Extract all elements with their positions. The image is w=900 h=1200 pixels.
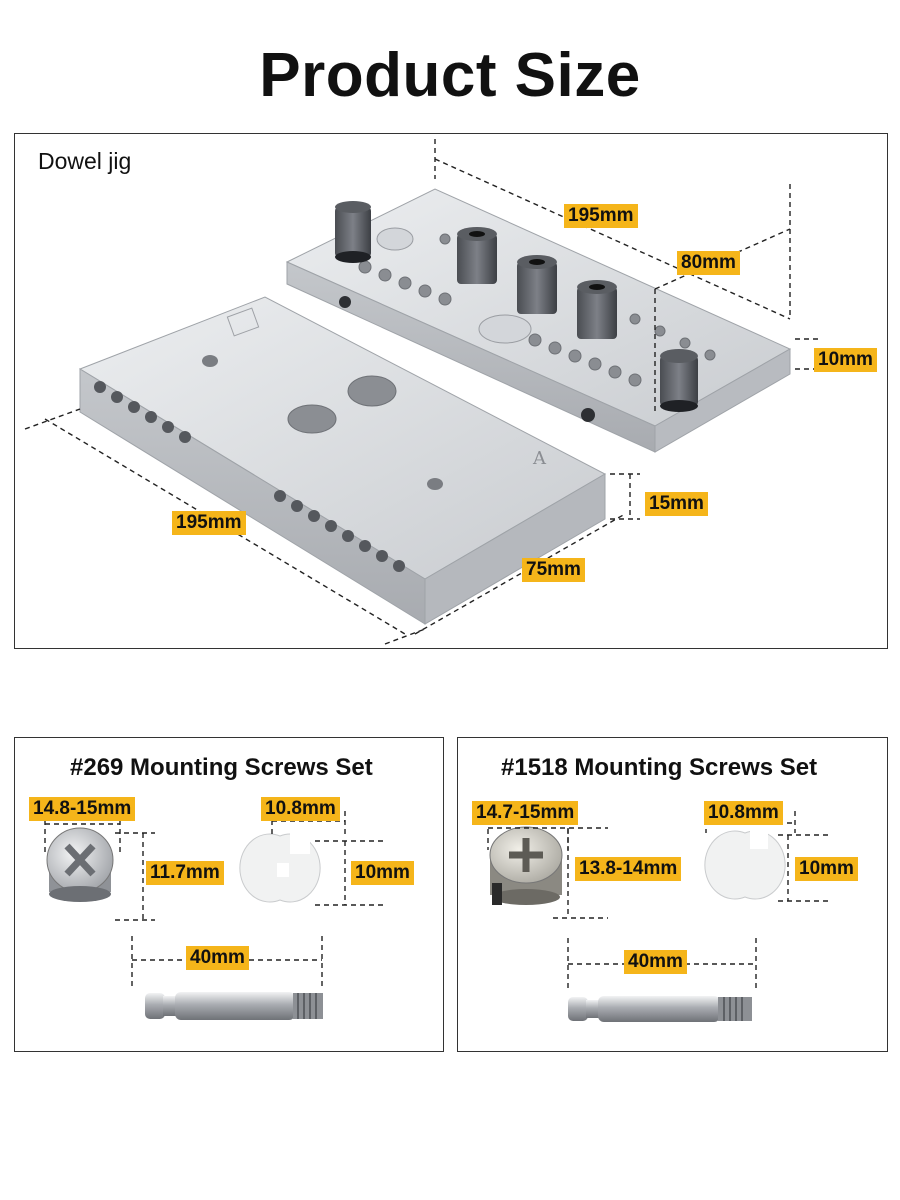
cam-lock-269 <box>46 827 114 902</box>
set-269-cam-height-tag: 11.7mm <box>146 861 224 885</box>
set-1518-cam-diameter-tag: 14.7-15mm <box>472 801 579 825</box>
dowel-insert-1518 <box>704 825 786 900</box>
set-269-title: #269 Mounting Screws Set <box>70 754 373 781</box>
set-269-cam-diameter-tag: 14.8-15mm <box>29 797 136 821</box>
cam-lock-1518 <box>489 826 563 905</box>
connecting-bolt-269 <box>145 992 323 1020</box>
connecting-bolt-1518 <box>568 996 752 1022</box>
guide-thickness-tag: 10mm <box>814 348 877 372</box>
set-1518-cam-height-tag: 13.8-14mm <box>575 857 682 881</box>
set-1518-dowel-height-tag: 10mm <box>795 857 858 881</box>
set-1518-title: #1518 Mounting Screws Set <box>501 754 818 781</box>
base-plate: A <box>78 296 607 625</box>
base-thickness-tag: 15mm <box>645 492 708 516</box>
dowel-jig-panel: A Dowel jig 195mm 80mm 10mm 195mm 75mm 1… <box>14 133 888 649</box>
page-title: Product Size <box>259 41 641 110</box>
guide-plate <box>285 188 792 453</box>
set-1518-bolt-length-tag: 40mm <box>624 950 687 974</box>
set-269-dowel-height-tag: 10mm <box>351 861 414 885</box>
set-1518-dowel-diameter-tag: 10.8mm <box>704 801 783 825</box>
guide-length-tag: 195mm <box>564 204 638 228</box>
plate-mark: A <box>532 448 547 469</box>
dowel-jig-illustration: A <box>24 139 820 645</box>
screws-set-1518-panel: #1518 Mounting Screws Set 14.7-15mm 13.8… <box>457 737 888 1052</box>
screws-set-269-panel: #269 Mounting Screws Set 14.8-15mm 11.7m… <box>14 737 444 1052</box>
screws-set-269-illustration <box>44 811 385 1020</box>
dowel-jig-label: Dowel jig <box>38 148 132 174</box>
guide-width-tag: 80mm <box>677 251 740 275</box>
dowel-insert-269 <box>239 828 321 903</box>
set-269-dowel-diameter-tag: 10.8mm <box>261 797 340 821</box>
set-269-bolt-length-tag: 40mm <box>186 946 249 970</box>
screws-set-1518-illustration <box>487 811 830 1022</box>
base-length-tag: 195mm <box>172 511 246 535</box>
knurled-bushings <box>335 201 698 412</box>
base-width-tag: 75mm <box>522 558 585 582</box>
